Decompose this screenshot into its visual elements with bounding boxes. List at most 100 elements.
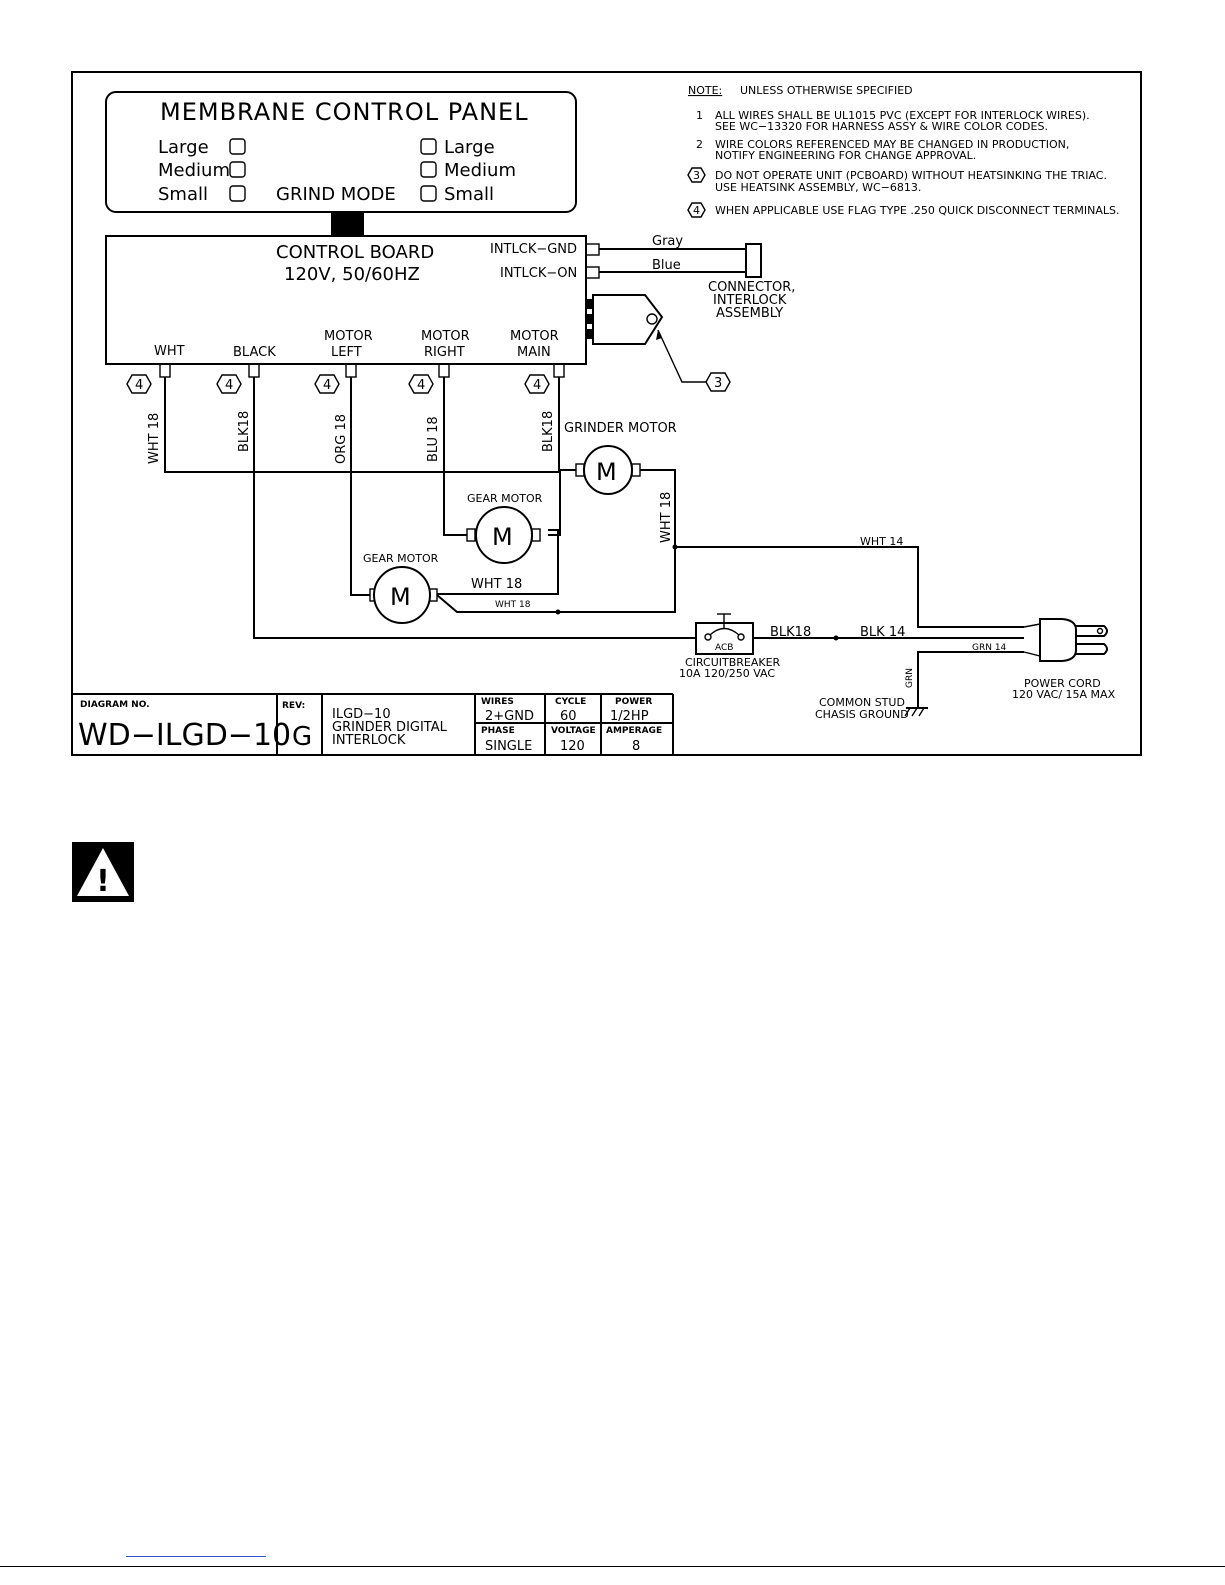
warning-triangle-icon: ! xyxy=(72,842,134,902)
panel-checkbox-large-left xyxy=(229,138,246,155)
notes-heading: NOTE: xyxy=(688,84,722,97)
interlock-label-3: ASSEMBLY xyxy=(716,306,783,321)
terminal-motor-main-1: MOTOR xyxy=(510,329,559,344)
rev-label: REV: xyxy=(282,701,305,711)
control-board: CONTROL BOARD 120V, 50/60HZ INTLCK−GND I… xyxy=(105,235,600,378)
note-3-line-2: USE HEATSINK ASSEMBLY, WC−6813. xyxy=(715,181,921,194)
wire-label-gear-wht18: WHT 18 xyxy=(471,577,522,592)
ground-label-2: CHASIS GROUND xyxy=(815,708,909,721)
circuit-breaker: ACB CIRCUITBREAKER 10A 120/250 VAC xyxy=(679,613,781,680)
notes: NOTE: UNLESS OTHERWISE SPECIFIED 1 ALL W… xyxy=(687,84,1119,218)
panel-checkbox-medium-right xyxy=(420,161,437,178)
wire-label-grn: GRN xyxy=(905,668,915,688)
note-1-number: 1 xyxy=(696,109,703,122)
board-title: CONTROL BOARD xyxy=(276,242,434,263)
panel-title: MEMBRANE CONTROL PANEL xyxy=(160,98,529,126)
phase-value: SINGLE xyxy=(485,739,532,754)
flag-3: 3 xyxy=(714,376,722,391)
terminal-motor-left-1: MOTOR xyxy=(324,329,373,344)
grinder-motor-symbol: M xyxy=(596,458,618,486)
wire-label-grinder-blk18: BLK18 xyxy=(541,411,556,452)
terminal-black: BLACK xyxy=(233,345,276,360)
amperage-value: 8 xyxy=(632,739,640,754)
wire-label-grinder-wht18: WHT 18 xyxy=(659,492,674,543)
note-3-number: 3 xyxy=(693,169,700,182)
terminal-motor-right-2: RIGHT xyxy=(424,345,465,360)
wire-labels: WHT 18 BLK18 ORG 18 BLU 18 BLK18 WHT 18 … xyxy=(147,411,1007,688)
wire-label-grn14: GRN 14 xyxy=(972,643,1007,653)
gear-motor-left: GEAR MOTOR M xyxy=(363,552,439,624)
chassis-ground: COMMON STUD CHASIS GROUND xyxy=(815,696,928,721)
grinder-motor-label: GRINDER MOTOR xyxy=(564,421,677,436)
phase-label: PHASE xyxy=(481,726,515,736)
wire-label-wht18: WHT 18 xyxy=(147,413,162,464)
ground-label-1: COMMON STUD xyxy=(819,696,905,709)
note-3-line-1: DO NOT OPERATE UNIT (PCBOARD) WITHOUT HE… xyxy=(715,169,1107,182)
flag-markers: 4 4 4 4 4 xyxy=(126,374,550,394)
wire-label-wht14: WHT 14 xyxy=(860,535,903,548)
flag-4-c: 4 xyxy=(323,378,331,393)
voltage-value: 120 xyxy=(560,739,585,754)
panel-button-small-right: Small xyxy=(444,184,494,205)
note-1-line-1: ALL WIRES SHALL BE UL1015 PVC (EXCEPT FO… xyxy=(715,109,1090,122)
breaker-label-1: CIRCUITBREAKER xyxy=(685,656,781,669)
notes-heading-rest: UNLESS OTHERWISE SPECIFIED xyxy=(740,84,913,97)
ribbon-connector xyxy=(331,212,364,236)
breaker-code: ACB xyxy=(715,643,733,653)
note-2-line-2: NOTIFY ENGINEERING FOR CHANGE APPROVAL. xyxy=(715,149,976,162)
panel-checkbox-large-right xyxy=(420,138,437,155)
desc-line-1: ILGD−10 xyxy=(332,707,391,722)
terminal-motor-right-1: MOTOR xyxy=(421,329,470,344)
panel-button-large-left: Large xyxy=(158,137,209,158)
note-2-number: 2 xyxy=(696,138,703,151)
gear-motor-left-label: GEAR MOTOR xyxy=(363,552,439,565)
gear-motor-left-symbol: M xyxy=(390,583,412,611)
wires-label: WIRES xyxy=(481,697,514,707)
wire-label-gear-wht18-small: WHT 18 xyxy=(495,600,531,610)
power-cord-label-2: 120 VAC/ 15A MAX xyxy=(1012,688,1116,701)
terminal-wht: WHT xyxy=(154,344,185,359)
cycle-label: CYCLE xyxy=(555,697,586,707)
diagram-no-label: DIAGRAM NO. xyxy=(80,700,150,710)
desc-line-3: INTERLOCK xyxy=(332,733,406,748)
note-2-line-1: WIRE COLORS REFERENCED MAY BE CHANGED IN… xyxy=(715,138,1069,151)
note-1-line-2: SEE WC−13320 FOR HARNESS ASSY & WIRE COL… xyxy=(715,120,1048,133)
panel-button-small-left: Small xyxy=(158,184,208,205)
panel-checkbox-medium-left xyxy=(229,161,246,178)
board-intlck-on: INTLCK−ON xyxy=(500,266,577,281)
interlock-connector: Gray Blue CONNECTOR, INTERLOCK ASSEMBLY xyxy=(599,234,795,321)
board-spec: 120V, 50/60HZ xyxy=(284,264,420,285)
wires-value: 2+GND xyxy=(485,709,534,724)
desc-line-2: GRINDER DIGITAL xyxy=(332,720,448,735)
wire-gray-label: Gray xyxy=(652,234,683,249)
flag-4-a: 4 xyxy=(135,378,143,393)
diagram-no: WD−ILGD−10 xyxy=(78,718,291,753)
title-block: DIAGRAM NO. WD−ILGD−10 REV: G ILGD−10 GR… xyxy=(72,693,674,755)
terminal-motor-main-2: MAIN xyxy=(517,345,551,360)
breaker-label-2: 10A 120/250 VAC xyxy=(679,667,775,680)
membrane-control-panel: MEMBRANE CONTROL PANEL Large Medium Smal… xyxy=(105,91,577,213)
power-cord: POWER CORD 120 VAC/ 15A MAX xyxy=(1012,618,1116,701)
wire-label-blk14: BLK 14 xyxy=(860,625,905,640)
panel-checkbox-small-right xyxy=(420,185,437,202)
rev-value: G xyxy=(292,722,312,752)
interlock-label-2: INTERLOCK xyxy=(713,293,787,308)
grinder-motor: GRINDER MOTOR M xyxy=(564,421,677,495)
wire-label-breaker-blk18: BLK18 xyxy=(770,625,811,640)
note-4-line-1: WHEN APPLICABLE USE FLAG TYPE .250 QUICK… xyxy=(715,204,1119,217)
gear-motor-right: GEAR MOTOR M xyxy=(466,492,543,564)
power-cord-label-1: POWER CORD xyxy=(1024,677,1101,690)
panel-checkbox-small-left xyxy=(229,185,246,202)
footer-link-underline xyxy=(126,1556,266,1557)
flag-4-b: 4 xyxy=(225,378,233,393)
warning-glyph: ! xyxy=(96,864,110,899)
wire-label-org18: ORG 18 xyxy=(334,414,349,464)
note-4-number: 4 xyxy=(693,204,700,217)
interlock-label-1: CONNECTOR, xyxy=(708,280,795,295)
cycle-value: 60 xyxy=(560,709,577,724)
triac-heatsink: 3 xyxy=(586,294,731,392)
panel-button-medium-right: Medium xyxy=(444,160,516,181)
gear-motor-right-label: GEAR MOTOR xyxy=(467,492,543,505)
wiring xyxy=(164,377,1024,708)
